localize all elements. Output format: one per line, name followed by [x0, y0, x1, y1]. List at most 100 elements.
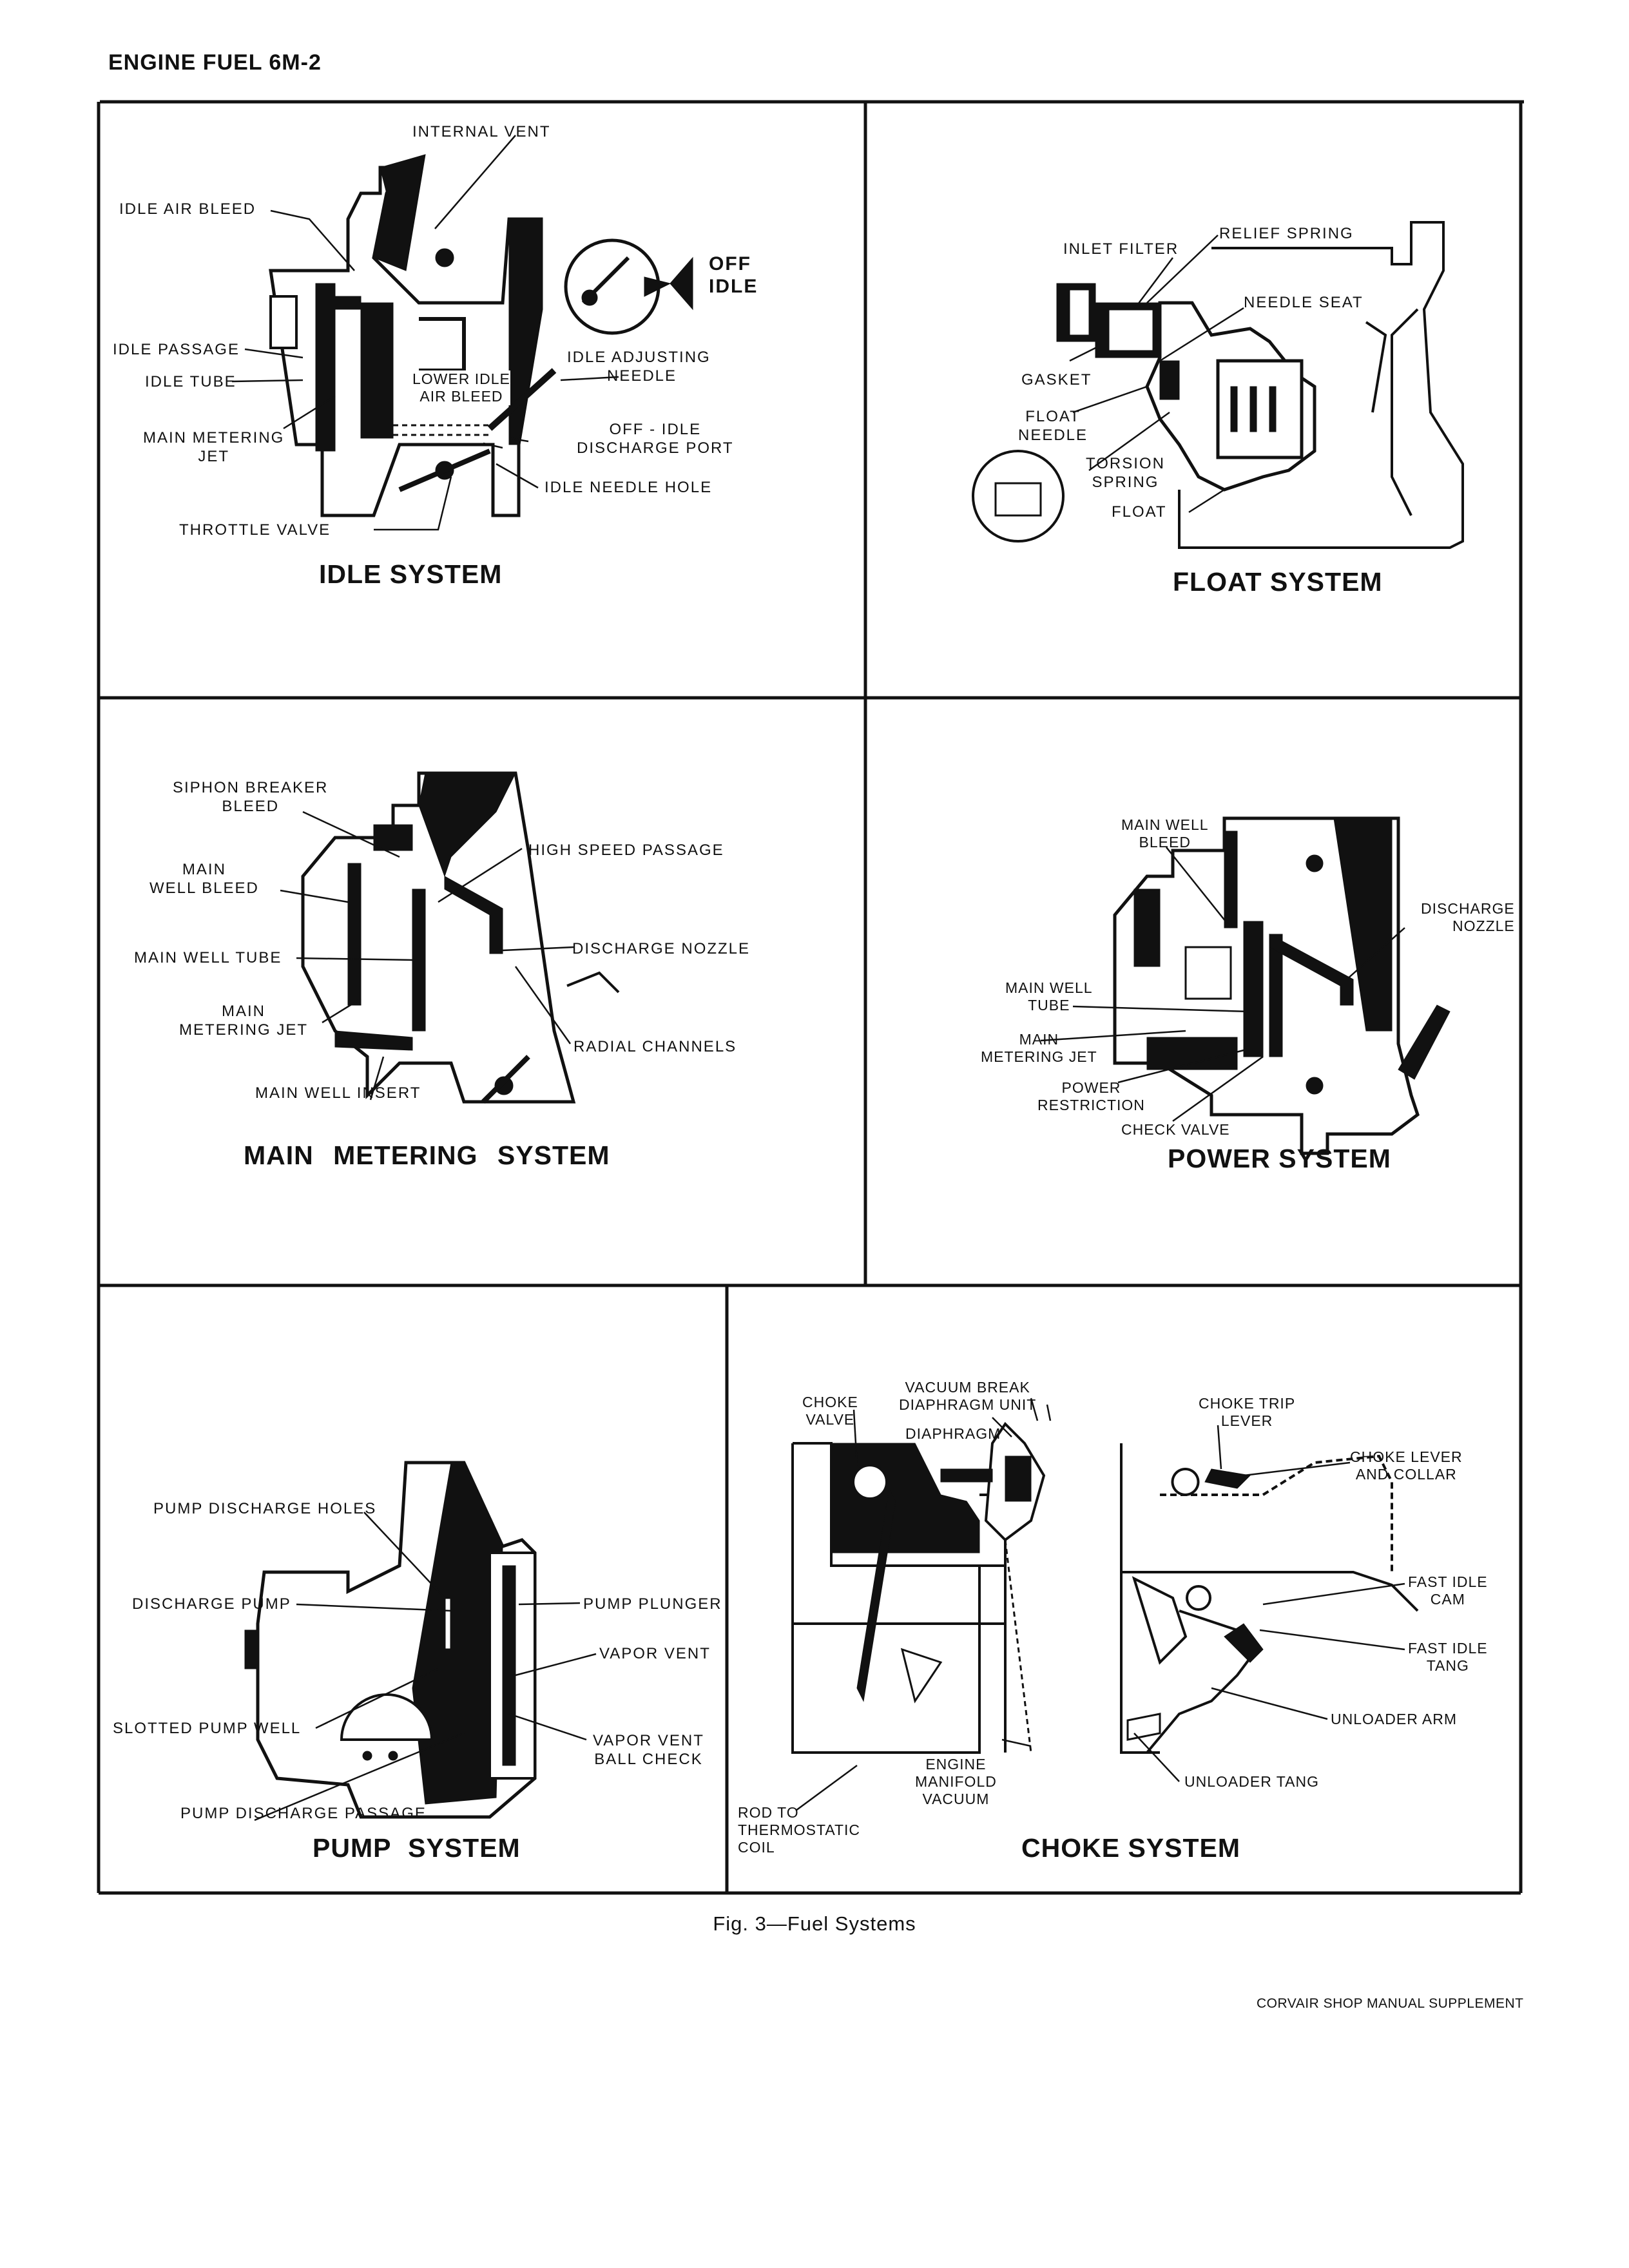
engine-line3: VACUUM	[922, 1791, 990, 1807]
fast-idle-tang-line1: FAST IDLE	[1408, 1640, 1488, 1657]
slotted-pump-well-label: SLOTTED PUMP WELL	[113, 1720, 302, 1737]
fast-idle-cam-label: FAST IDLE CAM	[1408, 1573, 1488, 1608]
choke-lever-line2: AND COLLAR	[1355, 1466, 1457, 1483]
page-header: ENGINE FUEL 6M-2	[108, 50, 322, 75]
engine-manifold-vacuum-label: ENGINE MANIFOLD VACUUM	[915, 1756, 997, 1808]
vacuum-break-line1: VACUUM BREAK	[905, 1379, 1030, 1396]
float-needle-line1: FLOAT	[1025, 408, 1081, 425]
pump-discharge-passage-label: PUMP DISCHARGE PASSAGE	[180, 1805, 427, 1822]
throttle-valve-label: THROTTLE VALVE	[179, 521, 331, 539]
choke-valve-line1: CHOKE	[802, 1394, 858, 1410]
relief-spring-label: RELIEF SPRING	[1219, 225, 1354, 242]
float-needle-line2: NEEDLE	[1018, 427, 1088, 444]
idle-adjusting-line2: NEEDLE	[607, 367, 677, 385]
main-metering-jet-label-2: MAIN METERING JET	[179, 1002, 308, 1039]
float-needle-label: FLOAT NEEDLE	[1018, 407, 1088, 445]
main-well-bleed-label: MAIN WELL BLEED	[149, 860, 259, 898]
vapor-vent-label: VAPOR VENT	[599, 1645, 711, 1662]
power-main-well-bleed-line2: BLEED	[1139, 834, 1191, 850]
power-main-well-tube-line1: MAIN WELL	[1005, 979, 1093, 996]
power-main-metering-jet-label: MAIN METERING JET	[981, 1031, 1097, 1066]
idle-adjusting-line1: IDLE ADJUSTING	[567, 349, 711, 366]
main-metering-line1: MAIN METERING	[143, 429, 285, 447]
power-main-well-tube-line2: TUBE	[1028, 997, 1070, 1014]
rod-line2: THERMOSTATIC	[738, 1821, 861, 1838]
power-discharge-nozzle-label: DISCHARGE NOZZLE	[1421, 900, 1515, 935]
idle-passage-label: IDLE PASSAGE	[113, 341, 240, 358]
main-well-bleed-line1: MAIN	[182, 861, 226, 878]
idle-system-title: IDLE SYSTEM	[319, 559, 503, 589]
choke-system-title: CHOKE SYSTEM	[1021, 1833, 1241, 1863]
choke-trip-line1: CHOKE TRIP	[1199, 1395, 1296, 1412]
lower-idle-line1: LOWER IDLE	[412, 370, 510, 387]
float-system-title: FLOAT SYSTEM	[1173, 567, 1383, 597]
power-main-well-bleed-line1: MAIN WELL	[1121, 816, 1209, 833]
power-discharge-line2: NOZZLE	[1452, 918, 1515, 934]
lower-idle-air-bleed-label: LOWER IDLE AIR BLEED	[412, 370, 510, 405]
idle-label: IDLE	[709, 276, 758, 297]
torsion-spring-label: TORSION SPRING	[1086, 454, 1165, 492]
rod-line3: COIL	[738, 1839, 775, 1856]
main-well-tube-label: MAIN WELL TUBE	[134, 949, 282, 966]
choke-trip-line2: LEVER	[1220, 1412, 1273, 1429]
siphon-line2: BLEED	[222, 798, 280, 815]
torsion-line1: TORSION	[1086, 455, 1165, 472]
gasket-label: GASKET	[1021, 371, 1092, 389]
off-idle-line2: DISCHARGE PORT	[577, 439, 734, 457]
diaphragm-label: DIAPHRAGM	[905, 1425, 1001, 1442]
fast-idle-tang-line2: TANG	[1426, 1657, 1469, 1674]
siphon-breaker-bleed-label: SIPHON BREAKER BLEED	[173, 778, 328, 816]
idle-tube-label: IDLE TUBE	[145, 373, 236, 390]
pump-system-title: PUMP SYSTEM	[313, 1833, 521, 1863]
idle-needle-hole-label: IDLE NEEDLE HOLE	[545, 479, 713, 496]
idle-adjusting-needle-label: IDLE ADJUSTING NEEDLE	[567, 348, 711, 385]
rod-line1: ROD TO	[738, 1804, 799, 1821]
internal-vent-label: INTERNAL VENT	[412, 123, 551, 140]
unloader-tang-label: UNLOADER TANG	[1184, 1773, 1319, 1790]
fast-idle-cam-line1: FAST IDLE	[1408, 1573, 1488, 1590]
needle-seat-label: NEEDLE SEAT	[1244, 294, 1364, 311]
power-system-title: POWER SYSTEM	[1168, 1144, 1391, 1173]
discharge-nozzle-label: DISCHARGE NOZZLE	[572, 940, 751, 957]
main-metering-2-line2: METERING JET	[179, 1021, 309, 1039]
choke-lever-collar-label: CHOKE LEVER AND COLLAR	[1350, 1448, 1463, 1483]
off-idle-line1: OFF - IDLE	[609, 421, 702, 438]
lower-idle-line2: AIR BLEED	[419, 388, 503, 405]
choke-valve-line2: VALVE	[805, 1411, 855, 1428]
main-metering-line2: JET	[198, 448, 229, 465]
power-main-metering-line2: METERING JET	[981, 1048, 1097, 1065]
idle-air-bleed-label: IDLE AIR BLEED	[119, 200, 256, 218]
power-main-metering-line1: MAIN	[1019, 1031, 1059, 1048]
high-speed-passage-label: HIGH SPEED PASSAGE	[528, 841, 724, 859]
check-valve-label: CHECK VALVE	[1121, 1121, 1230, 1138]
discharge-pump-label: DISCHARGE PUMP	[132, 1595, 291, 1613]
fast-idle-tang-label: FAST IDLE TANG	[1408, 1640, 1488, 1675]
rod-thermostatic-coil-label: ROD TO THERMOSTATIC COIL	[738, 1804, 860, 1856]
pump-discharge-holes-label: PUMP DISCHARGE HOLES	[153, 1500, 377, 1517]
float-label: FLOAT	[1112, 503, 1167, 521]
off-idle-discharge-port-label: OFF - IDLE DISCHARGE PORT	[577, 420, 734, 457]
radial-channels-label: RADIAL CHANNELS	[574, 1038, 737, 1055]
choke-trip-lever-label: CHOKE TRIP LEVER	[1199, 1395, 1295, 1430]
vapor-vent-ball-line1: VAPOR VENT	[593, 1732, 704, 1749]
figure-caption: Fig. 3—Fuel Systems	[713, 1912, 916, 1935]
main-metering-jet-label: MAIN METERING JET	[143, 428, 284, 466]
pump-plunger-label: PUMP PLUNGER	[583, 1595, 722, 1613]
main-metering-2-line1: MAIN	[222, 1003, 265, 1020]
power-restriction-label: POWER RESTRICTION	[1037, 1079, 1145, 1114]
main-well-insert-label: MAIN WELL INSERT	[255, 1084, 421, 1102]
off-label: OFF	[709, 253, 751, 274]
power-restriction-line1: POWER	[1061, 1079, 1121, 1096]
vapor-vent-ball-check-label: VAPOR VENT BALL CHECK	[593, 1731, 704, 1769]
inlet-filter-label: INLET FILTER	[1063, 240, 1179, 258]
power-restriction-line2: RESTRICTION	[1037, 1097, 1145, 1113]
engine-line1: ENGINE	[925, 1756, 987, 1773]
